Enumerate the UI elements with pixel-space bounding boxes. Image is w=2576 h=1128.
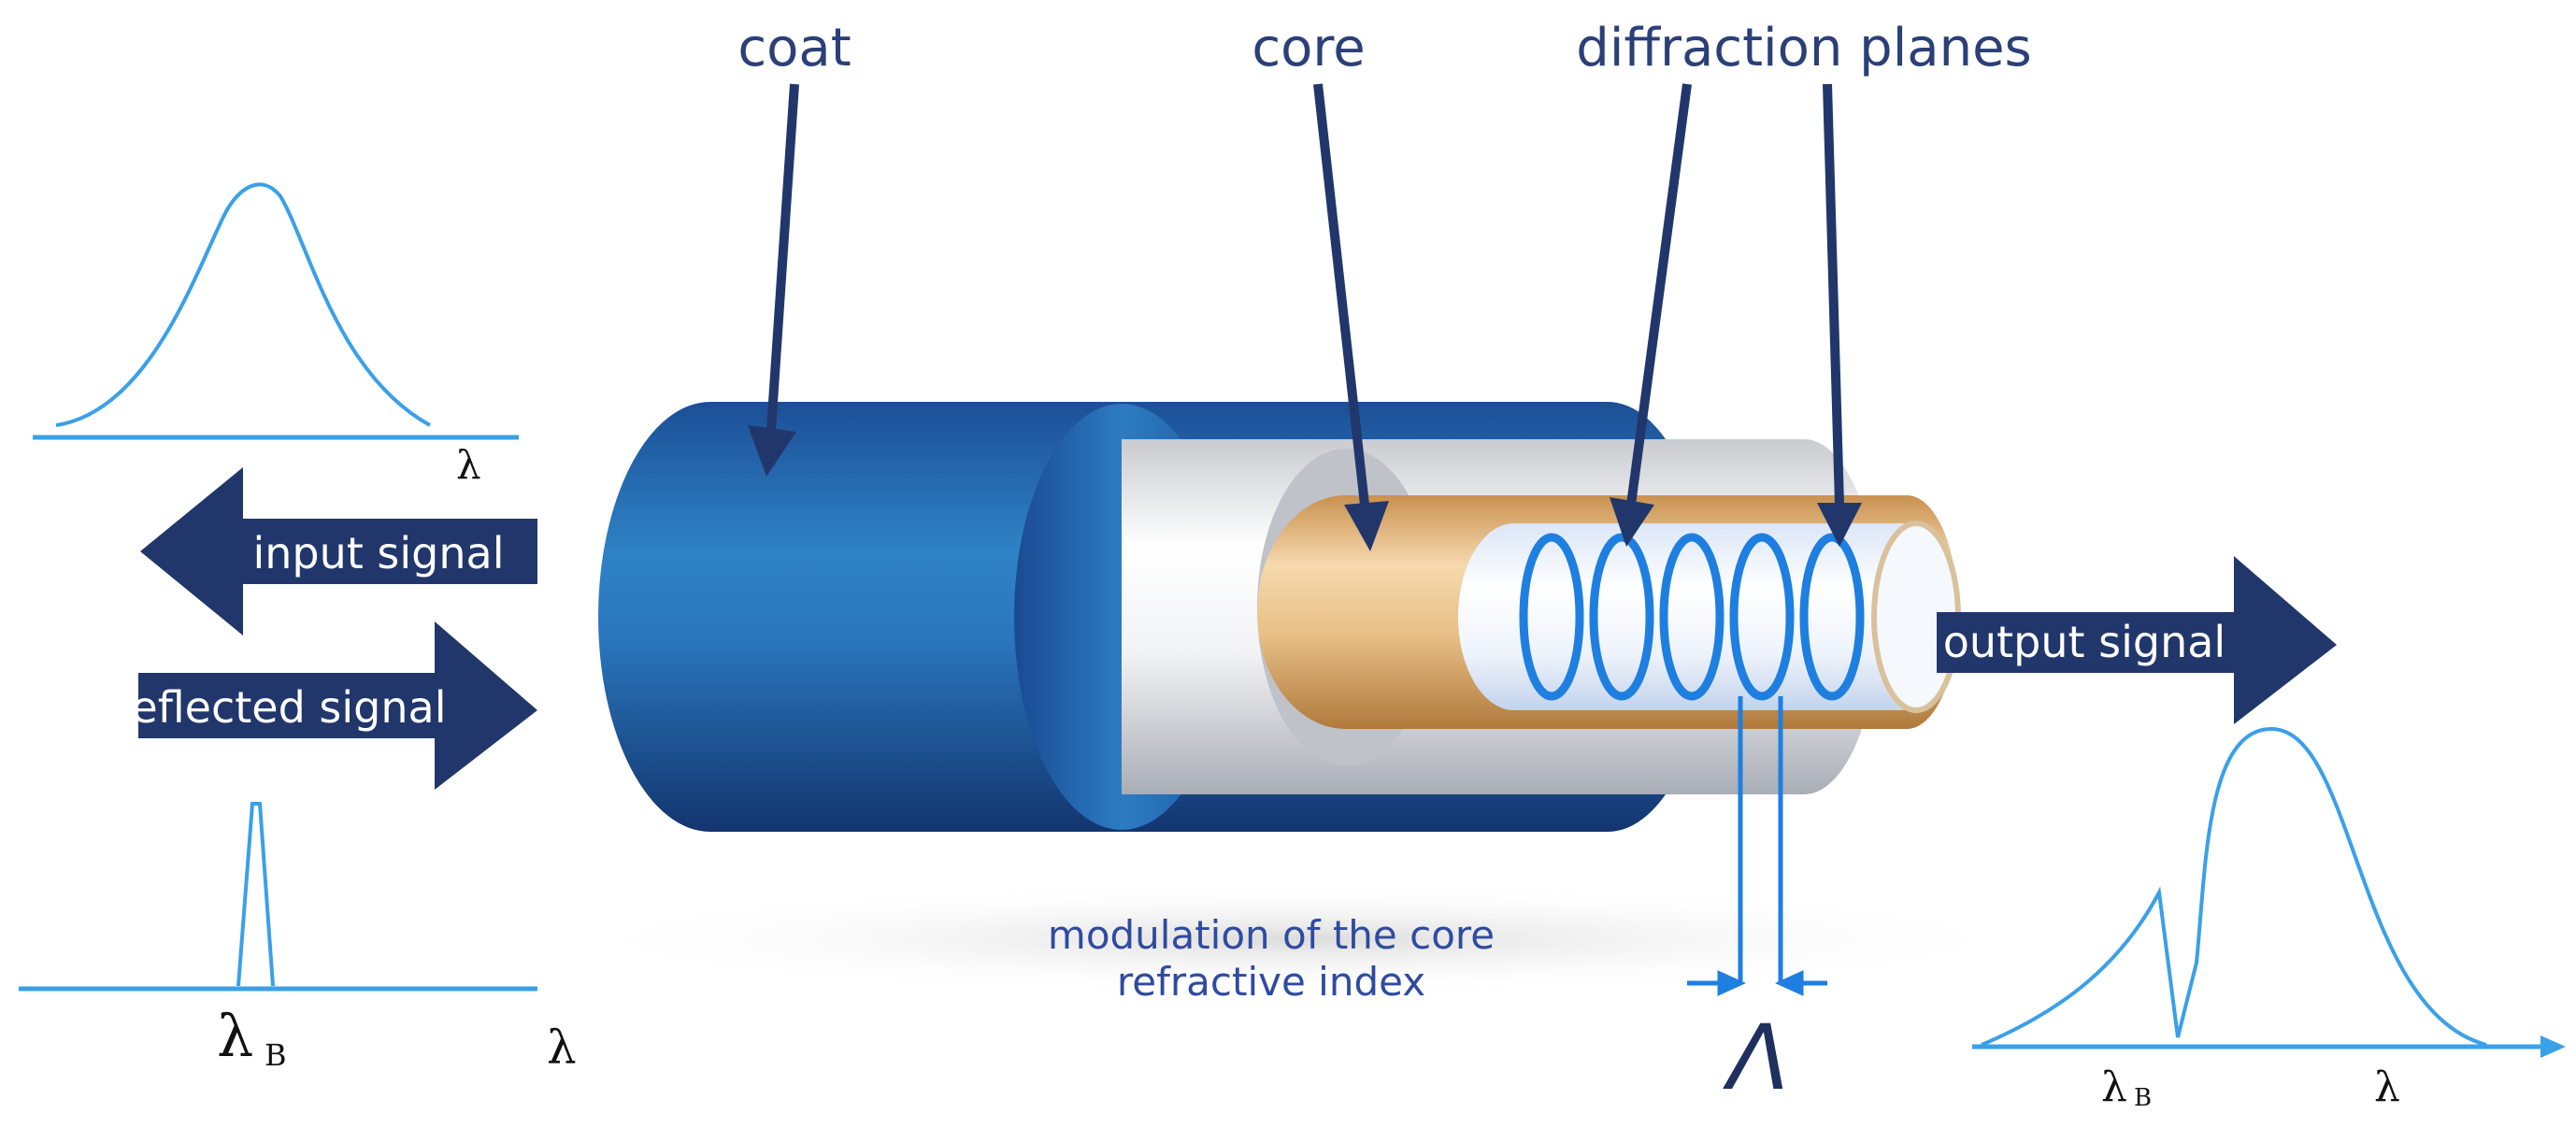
grating-period-marker: [1687, 696, 1827, 996]
coat-pointer: [748, 83, 799, 477]
grating-ring: [1589, 533, 1654, 701]
output-spectrum-subscript-b: B: [2134, 1084, 2152, 1112]
output-signal-label: output signal: [1943, 617, 2225, 667]
output-spectrum-axis-arrow: [2540, 1035, 2566, 1058]
reflected-signal-label: reflected signal: [115, 682, 447, 733]
output-spectrum-lambda: λ: [2374, 1064, 2400, 1111]
modulation-label-line2: refractive index: [1117, 959, 1425, 1005]
diffraction-planes-label: diffraction planes: [1576, 18, 2031, 79]
grating-ring: [1519, 533, 1584, 701]
core-label: core: [1252, 18, 1365, 79]
coat-label: coat: [737, 18, 851, 79]
input-spectrum-lambda: λ: [456, 442, 481, 488]
core-pointer: [1313, 83, 1389, 551]
input-signal-label: input signal: [252, 528, 504, 578]
diffraction-planes-pointers: [1610, 83, 1862, 547]
grating-ring: [1799, 533, 1865, 701]
fiber-shadow: [551, 883, 2047, 995]
reflected-signal-arrow: reflected signal: [115, 621, 537, 790]
glass-core: [1458, 523, 1958, 710]
reflected-spectrum-lambda: λ: [547, 1021, 577, 1075]
grating-ring: [1729, 533, 1795, 701]
grating-period-symbol: Λ: [1722, 1006, 1790, 1110]
reflected-spectrum-subscript-b: B: [265, 1037, 287, 1073]
reflected-spectrum-lambda-b: λ: [217, 1002, 253, 1070]
output-spectrum-lambda-b: λ: [2101, 1064, 2127, 1111]
reflected-spectrum: λ B λ: [19, 802, 577, 1075]
modulation-label-line1: modulation of the core: [1048, 912, 1495, 958]
input-signal-arrow: input signal: [140, 467, 537, 635]
diffraction-rings: [1519, 533, 1865, 701]
input-spectrum: λ: [33, 182, 519, 488]
grating-ring: [1659, 533, 1724, 701]
output-spectrum: λ B λ: [1972, 726, 2566, 1112]
output-signal-arrow: output signal: [1937, 556, 2337, 724]
optical-fiber: [598, 402, 1961, 996]
